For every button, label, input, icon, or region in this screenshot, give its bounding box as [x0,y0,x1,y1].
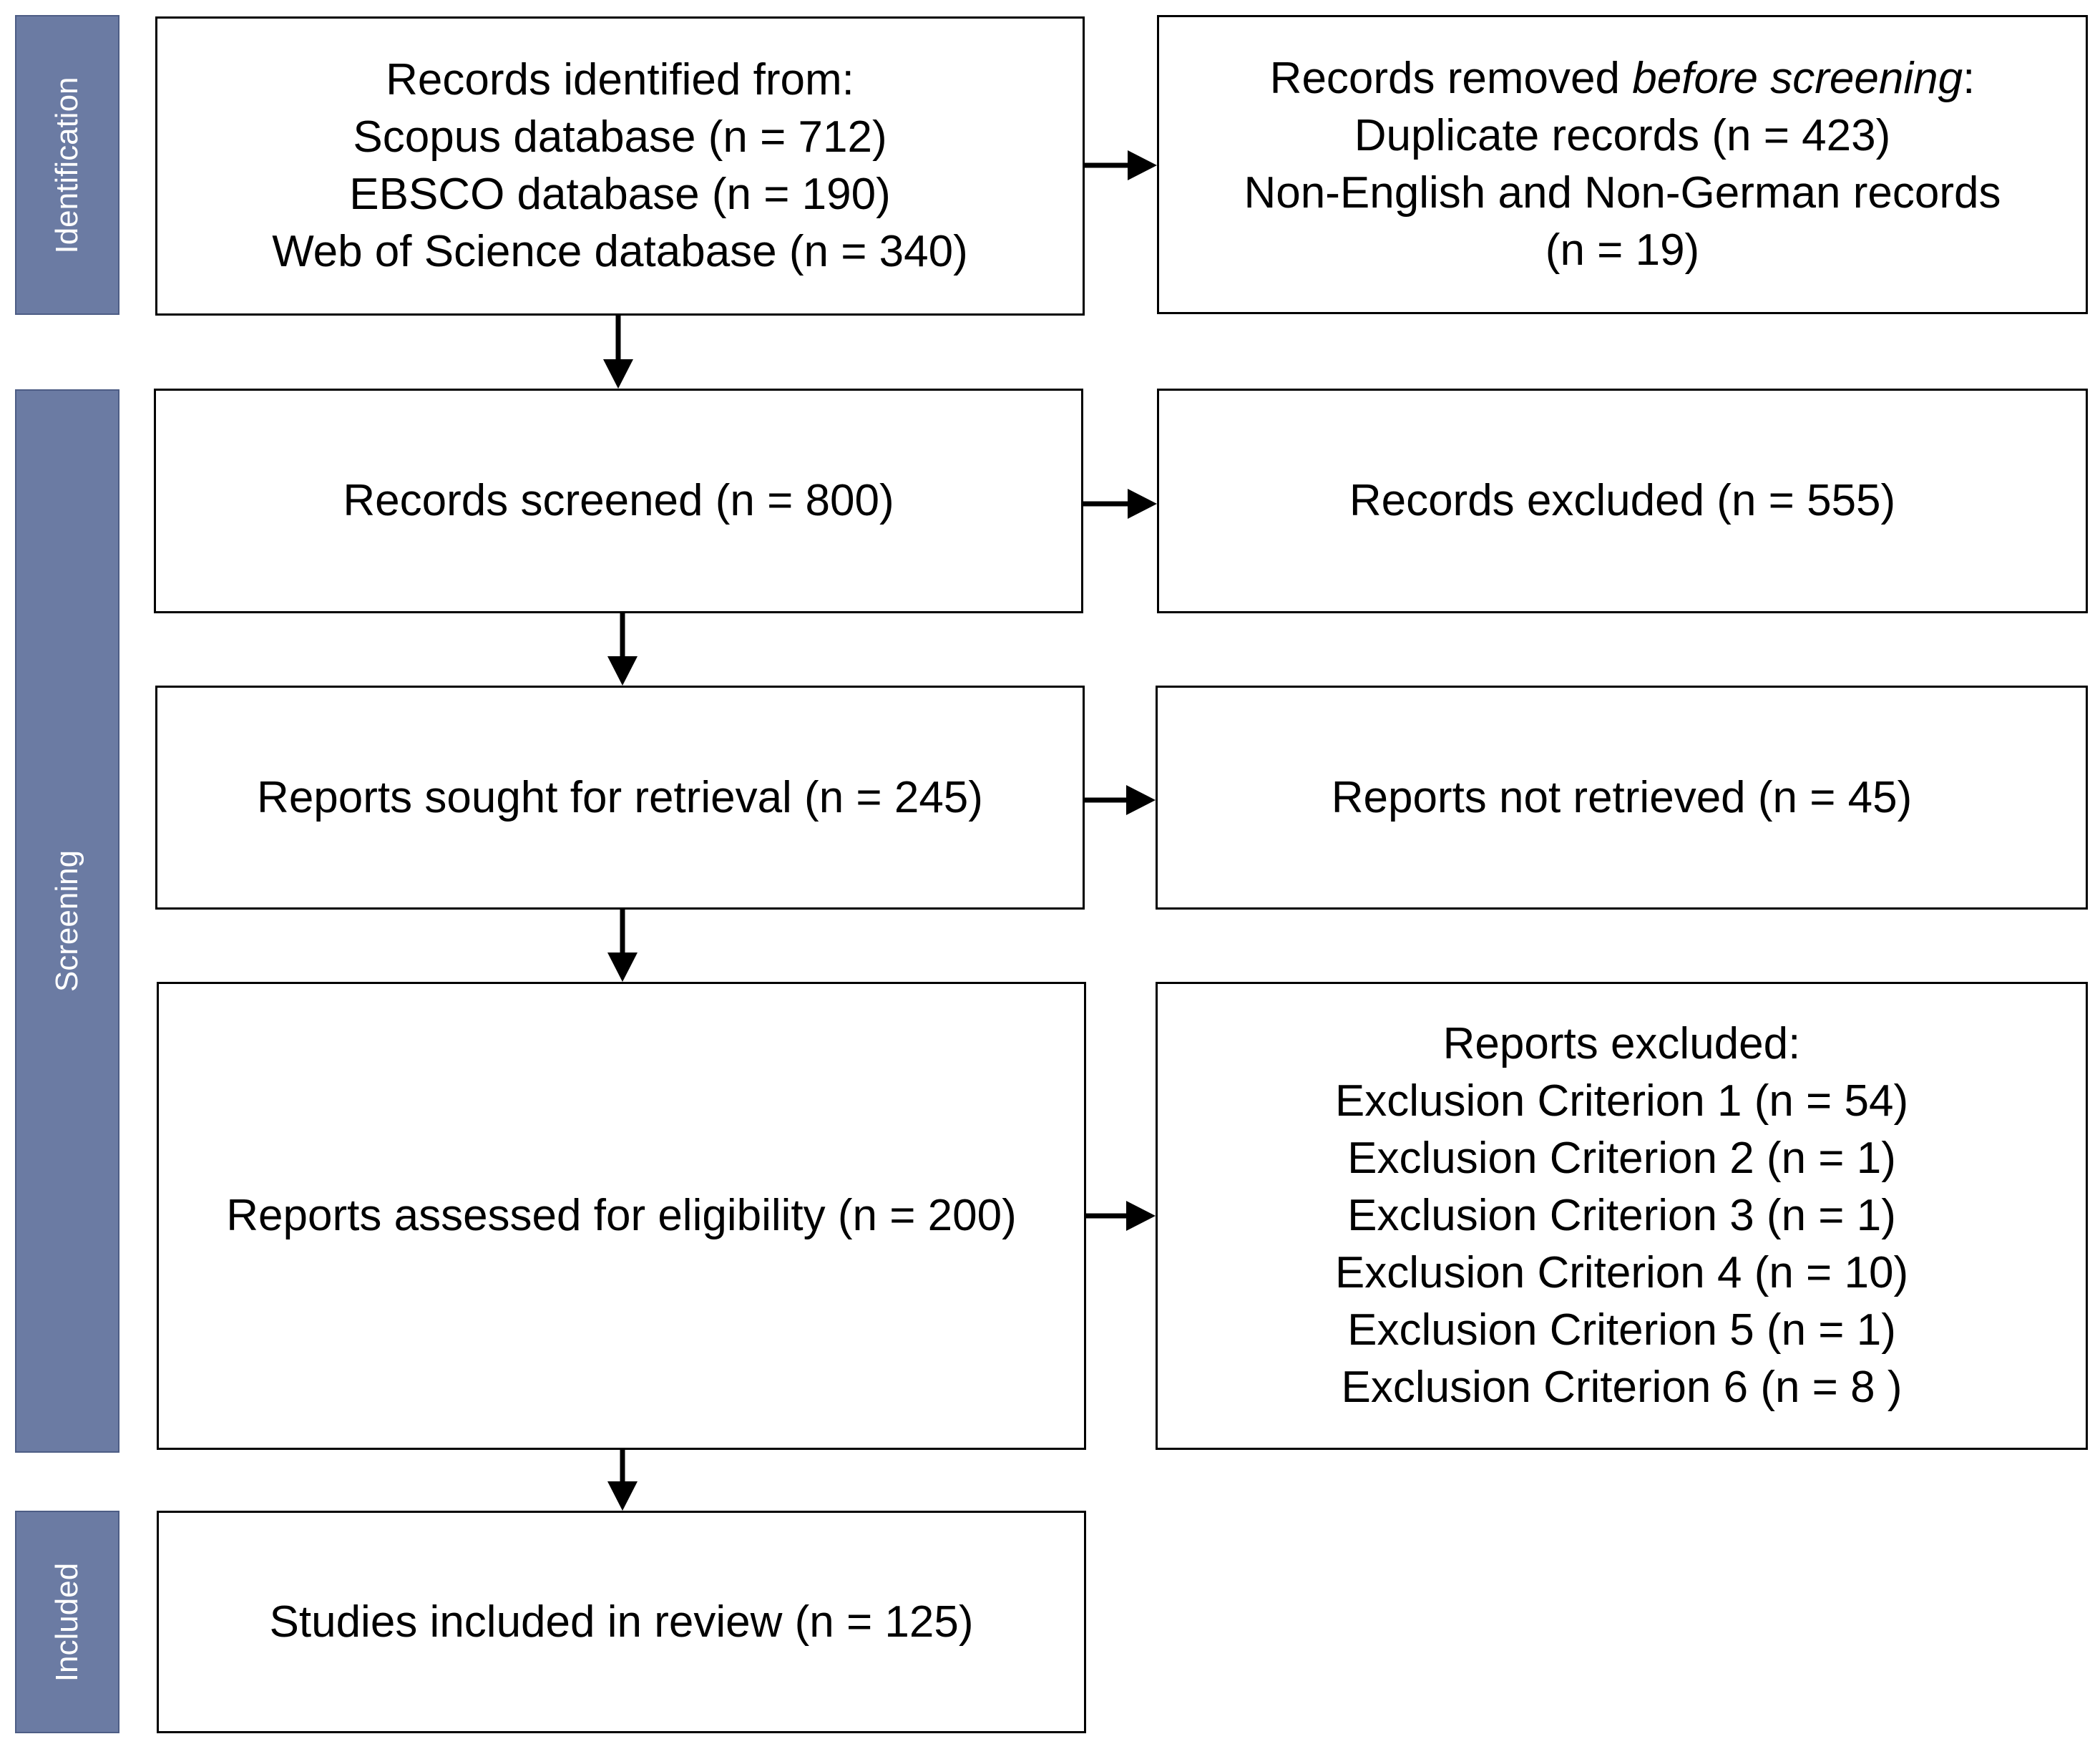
reports-sought-text: Reports sought for retrieval (n = 245) [257,772,983,822]
duplicate-records-count: Duplicate records (n = 423) [1354,111,1891,160]
exclusion-criterion-3: Exclusion Criterion 3 (n = 1) [1347,1191,1896,1240]
studies-included-text: Studies included in review (n = 125) [269,1597,974,1647]
records-removed-heading: Records removed before screening: [1269,54,1976,103]
scopus-count: Scopus database (n = 712) [353,112,887,162]
records-identified-box: Records identified from: Scopus database… [155,16,1085,316]
arrow-down-sought [607,613,638,686]
ebsco-count: EBSCO database (n = 190) [349,170,891,219]
reports-assessed-text: Reports assessed for eligibility (n = 20… [226,1191,1017,1240]
reports-assessed-box: Reports assessed for eligibility (n = 20… [157,982,1086,1450]
arrow-down-screened [603,316,633,389]
exclusion-criterion-4: Exclusion Criterion 4 (n = 10) [1334,1248,1909,1297]
reports-not-retrieved-text: Reports not retrieved (n = 45) [1331,772,1913,822]
phase-identification: Identification [15,15,119,315]
reports-sought-box: Reports sought for retrieval (n = 245) [155,686,1085,910]
arrow-right-excluded [1083,489,1157,519]
arrow-down-assessed [607,910,638,982]
phase-label-included: Included [49,1562,84,1682]
phase-screening: Screening [15,389,119,1453]
studies-included-box: Studies included in review (n = 125) [157,1511,1086,1733]
arrow-right-not-retrieved [1085,785,1156,815]
reports-not-retrieved-box: Reports not retrieved (n = 45) [1156,686,2088,910]
language-records-count: (n = 19) [1545,225,1700,275]
arrow-right-reports-excluded [1086,1201,1156,1231]
records-screened-box: Records screened (n = 800) [154,389,1083,613]
exclusion-criterion-6: Exclusion Criterion 6 (n = 8 ) [1341,1363,1903,1412]
records-removed-box: Records removed before screening: Duplic… [1157,15,2088,314]
records-identified-heading: Records identified from: [386,55,854,104]
arrow-down-included [607,1450,638,1511]
reports-excluded-box: Reports excluded: Exclusion Criterion 1 … [1156,982,2088,1450]
phase-label-identification: Identification [49,76,84,254]
phase-label-screening: Screening [49,849,84,993]
exclusion-criterion-2: Exclusion Criterion 2 (n = 1) [1347,1134,1896,1183]
wos-count: Web of Science database (n = 340) [272,227,968,276]
exclusion-criterion-5: Exclusion Criterion 5 (n = 1) [1347,1305,1896,1355]
records-screened-text: Records screened (n = 800) [343,476,894,525]
reports-excluded-heading: Reports excluded: [1442,1019,1801,1068]
exclusion-criterion-1: Exclusion Criterion 1 (n = 54) [1334,1076,1909,1126]
records-excluded-text: Records excluded (n = 555) [1349,476,1896,525]
language-records-label: Non-English and Non-German records [1244,168,2001,218]
arrow-right-removed [1085,150,1157,180]
records-excluded-box: Records excluded (n = 555) [1157,389,2088,613]
phase-included: Included [15,1511,119,1733]
